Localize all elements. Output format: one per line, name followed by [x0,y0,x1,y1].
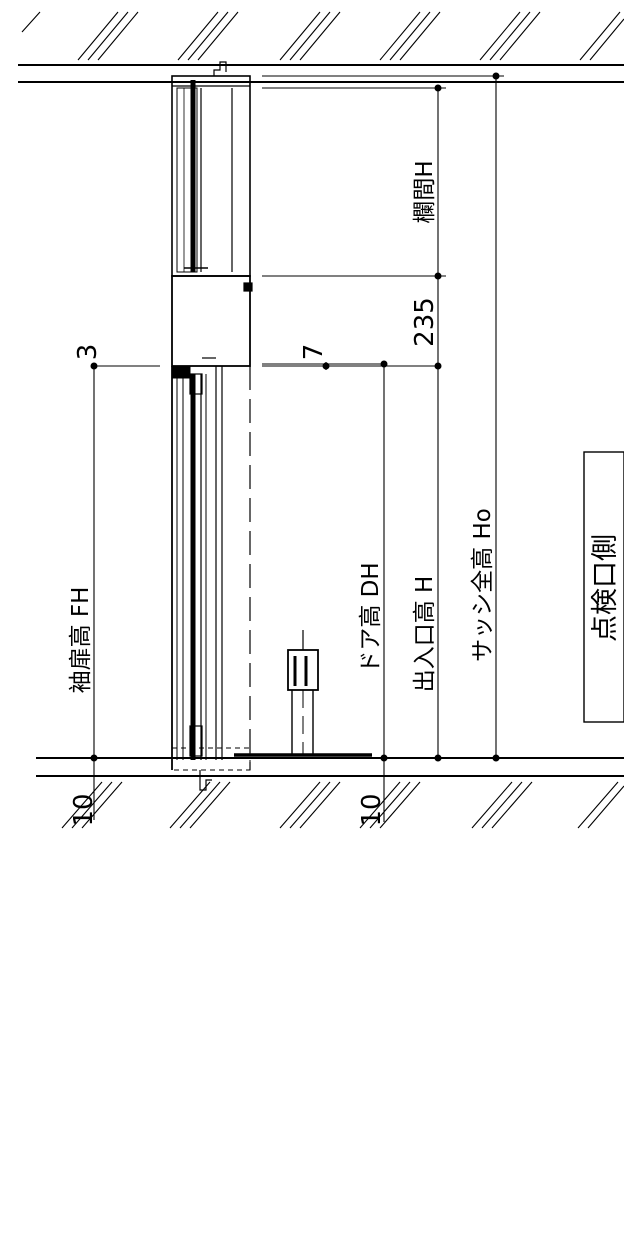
label-door-height: ドア高 DH [358,562,384,673]
dimension-lines [93,75,504,822]
label-transom-height: 欄間H [412,160,438,223]
label-opening-height: 出入口高 H [412,576,438,693]
dim-235: 235 [410,297,440,347]
dim-10-left: 10 [69,793,99,826]
dim-10-right: 10 [357,793,387,826]
label-sleeve-door-height: 袖扉高 FH [68,587,94,694]
sash-frame [171,61,253,791]
label-sash-total-height: サッシ全高 Ho [470,508,496,662]
dim-3: 3 [73,344,103,361]
inspection-side-box [583,451,624,723]
bottom-slab [36,757,624,829]
dim-7: 7 [299,344,329,361]
door-handle [234,630,372,757]
label-inspection-side: 点検口側 [590,534,621,642]
dimension-dots [90,72,500,762]
top-slab [18,11,624,83]
